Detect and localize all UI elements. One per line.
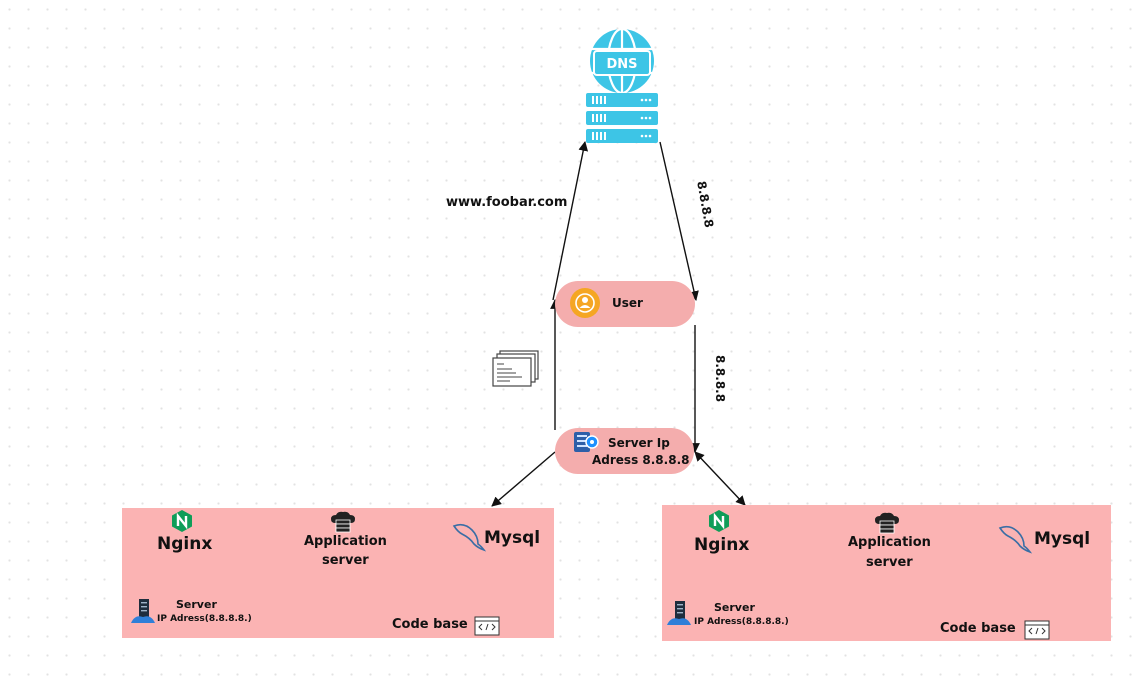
app-server-label-line2: server [866,555,913,570]
arrow-to-left-server [491,451,556,507]
server-rack-icon [667,601,691,625]
arrow-to-right-server [694,451,746,506]
user-icon [570,288,600,318]
code-base-label: Code base [940,621,1016,636]
nginx-label: Nginx [694,535,750,555]
app-server-label-line1: Application [304,534,387,549]
app-server-icon [875,512,899,534]
arrow-dns-to-user [659,141,699,301]
code-file-icon [474,616,500,636]
server-ip-label-line2: Adress 8.8.8.8 [592,453,690,467]
nginx-icon [709,510,729,532]
nginx-icon [172,510,192,532]
document-stack-icon [492,350,539,387]
mysql-label: Mysql [484,528,541,548]
mysql-label: Mysql [1034,529,1091,549]
domain-request-label: www.foobar.com [446,195,568,210]
user-reply-ip-label: 8.8.8.8 [713,355,727,403]
mysql-dolphin-icon [998,525,1032,554]
ip-address-label: IP Adress(8.8.8.8.) [694,617,789,627]
code-base-label: Code base [392,617,468,632]
app-server-label-line2: server [322,553,369,568]
server-rack-icon [131,599,155,623]
nginx-label: Nginx [157,534,213,554]
app-server-label-line1: Application [848,535,931,550]
user-label: User [612,296,643,310]
server-label: Server [176,598,217,611]
server-ip-label-line1: Server Ip [608,436,670,450]
server-label: Server [714,601,755,614]
ip-address-label: IP Adress(8.8.8.8.) [157,614,252,624]
dns-server-icon: DNS [586,27,658,143]
code-file-icon [1024,620,1050,640]
dns-label: DNS [606,57,637,72]
app-server-icon [331,511,355,533]
arrow-user-to-dns [552,141,589,301]
mysql-dolphin-icon [452,523,486,552]
server-ip-icon [574,432,599,452]
